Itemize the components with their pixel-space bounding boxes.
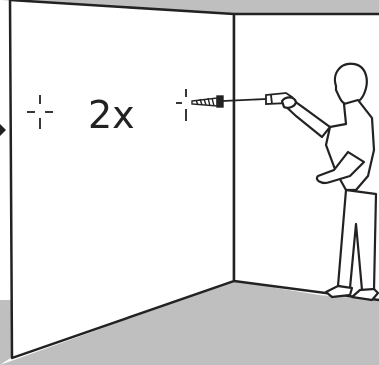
crosshair-icon: [27, 95, 53, 129]
person-icon: [280, 62, 379, 302]
floor-left: [0, 300, 12, 365]
multiplier-label: 2x: [88, 93, 135, 137]
crosshair-icon: [176, 89, 187, 121]
screw-icon: [191, 95, 224, 108]
floor: [0, 281, 379, 365]
chevron-right-icon: [0, 124, 6, 136]
ceiling-background: [0, 0, 379, 14]
